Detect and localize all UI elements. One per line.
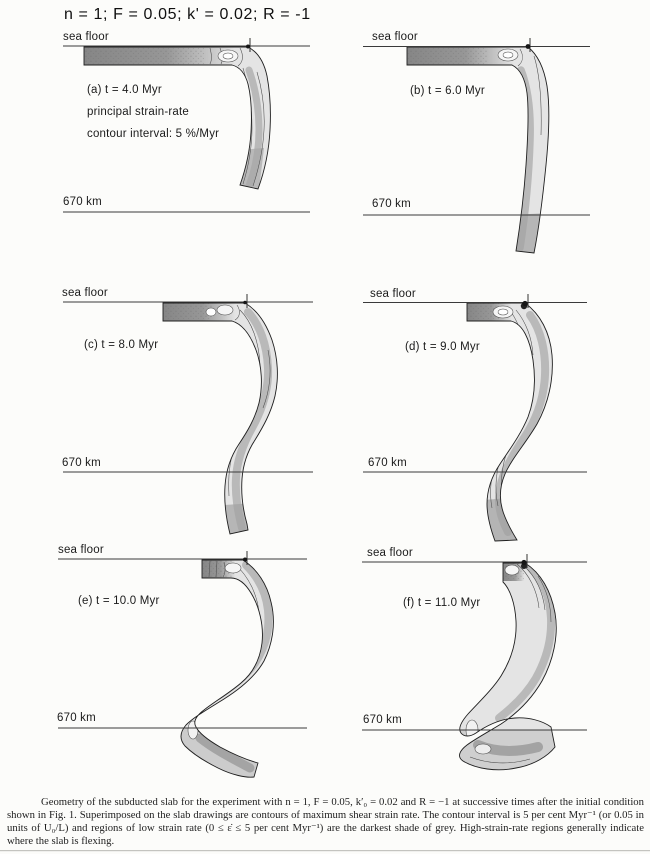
sea-floor-label-c: sea floor <box>62 287 108 299</box>
time-label-e: (e) t = 10.0 Myr <box>78 595 160 607</box>
depth-label-d: 670 km <box>368 457 407 469</box>
panel-d-graphic <box>363 294 587 542</box>
time-label-f: (f) t = 11.0 Myr <box>403 597 481 609</box>
time-label-d: (d) t = 9.0 Myr <box>405 341 480 353</box>
time-label-a: (a) t = 4.0 Myr <box>87 84 162 96</box>
depth-label-a: 670 km <box>63 196 102 208</box>
time-label-c: (c) t = 8.0 Myr <box>84 339 159 351</box>
sea-floor-label-f: sea floor <box>367 547 413 559</box>
annotation-strain-rate: principal strain-rate <box>87 106 189 118</box>
annotation-contour-interval: contour interval: 5 %/Myr <box>87 128 220 140</box>
time-label-b: (b) t = 6.0 Myr <box>410 85 485 97</box>
depth-label-b: 670 km <box>372 198 411 210</box>
sea-floor-label-e: sea floor <box>58 544 104 556</box>
figure-caption: Geometry of the subducted slab for the e… <box>7 796 644 847</box>
sea-floor-label-b: sea floor <box>372 31 418 43</box>
panel-c-graphic <box>63 294 313 535</box>
panel-a-graphic <box>63 38 310 213</box>
depth-label-e: 670 km <box>57 712 96 724</box>
panel-e-graphic <box>58 551 307 778</box>
depth-label-c: 670 km <box>62 457 101 469</box>
depth-label-f: 670 km <box>363 714 402 726</box>
page-bottom-rule <box>0 850 650 852</box>
sea-floor-label-d: sea floor <box>370 288 416 300</box>
sea-floor-label-a: sea floor <box>63 31 109 43</box>
panel-b-graphic <box>363 38 590 254</box>
figure-title: n = 1; F = 0.05; k' = 0.02; R = -1 <box>64 6 311 23</box>
panel-f-graphic <box>362 554 587 771</box>
